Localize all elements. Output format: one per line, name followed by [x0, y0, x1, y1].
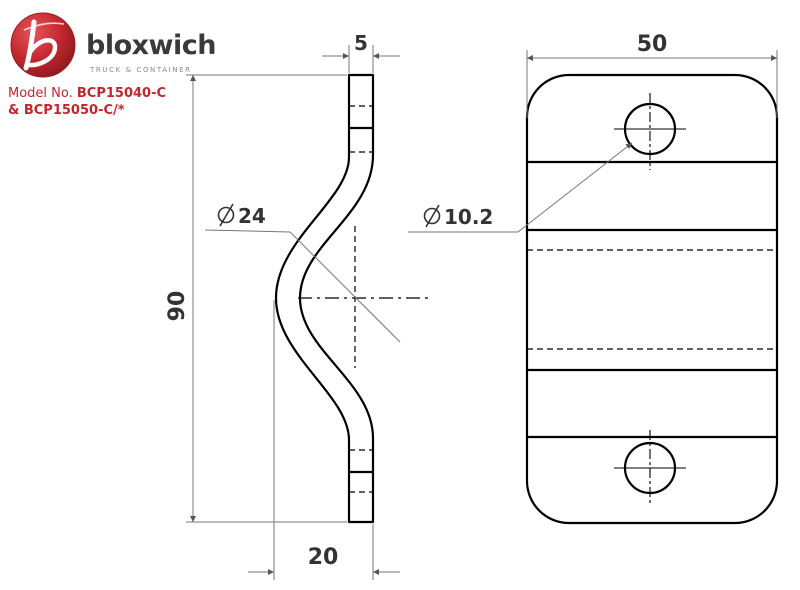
- hole-centre-marks: [614, 93, 686, 505]
- dimension-offset: [248, 300, 400, 580]
- model-prefix: Model No.: [8, 86, 73, 101]
- brand-logo: bloxwich TRUCK & CONTAINER: [8, 10, 233, 80]
- dimension-hole-diameter: [408, 142, 633, 233]
- dimension-bend-diameter: [204, 229, 401, 343]
- side-view-hidden-lines: [298, 105, 430, 493]
- dimension-length-label: 90: [165, 291, 190, 322]
- model-number-block: Model No. BCP15040-C & BCP15050-C/*: [8, 85, 166, 119]
- dimension-width-label: 50: [637, 32, 668, 57]
- dimension-thickness-label: 5: [354, 31, 368, 55]
- bloxwich-b-logo-icon: [10, 12, 76, 78]
- diameter-symbol-icon: [217, 203, 235, 227]
- brand-name: bloxwich: [86, 30, 216, 61]
- side-view-outline: [274, 73, 375, 524]
- dimension-width: [526, 50, 778, 118]
- side-view: [274, 73, 375, 524]
- dimension-length: [186, 74, 347, 523]
- front-view-outline: [525, 73, 779, 525]
- dimension-hole-diameter-label: 10.2: [444, 205, 493, 229]
- brand-tagline: TRUCK & CONTAINER: [90, 66, 192, 74]
- diameter-symbol-icon: [423, 204, 441, 228]
- dimension-thickness: [322, 45, 400, 73]
- dimension-bend-diameter-label: 24: [238, 204, 266, 228]
- dimension-offset-label: 20: [308, 545, 339, 570]
- front-view: [525, 73, 779, 525]
- front-view-hidden-lines: [527, 249, 777, 350]
- model-code-2: & BCP15050-C/*: [8, 103, 125, 118]
- model-code-1: BCP15040-C: [76, 86, 167, 101]
